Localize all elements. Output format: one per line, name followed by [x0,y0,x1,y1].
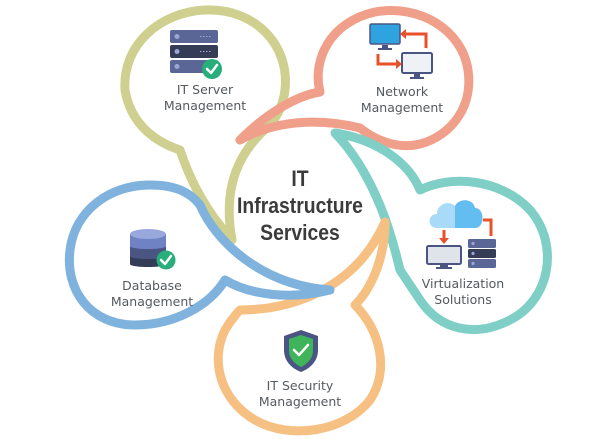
server-rack-check-icon [168,28,224,85]
network-node-label: Network Management [360,84,444,115]
security-bubble [213,217,390,436]
network-bubble [235,6,474,151]
security-node-label: IT Security Management [258,378,342,409]
network-monitors-icon [368,22,438,85]
title-line-3: Services [260,220,340,245]
shield-check-icon [281,328,321,379]
diagram-title: IT Infrastructure Services [212,165,388,246]
title-line-1: IT [291,166,309,191]
virtualization-bubble [330,128,552,335]
server-node-label: IT Server Management [163,82,247,113]
database-check-icon [128,226,176,277]
cloud-virtualization-icon [425,198,501,275]
database-node-label: Database Management [110,278,194,309]
virtualization-node-label: Virtualization Solutions [421,276,505,307]
database-bubble [64,180,335,330]
title-line-2: Infrastructure [237,193,363,218]
